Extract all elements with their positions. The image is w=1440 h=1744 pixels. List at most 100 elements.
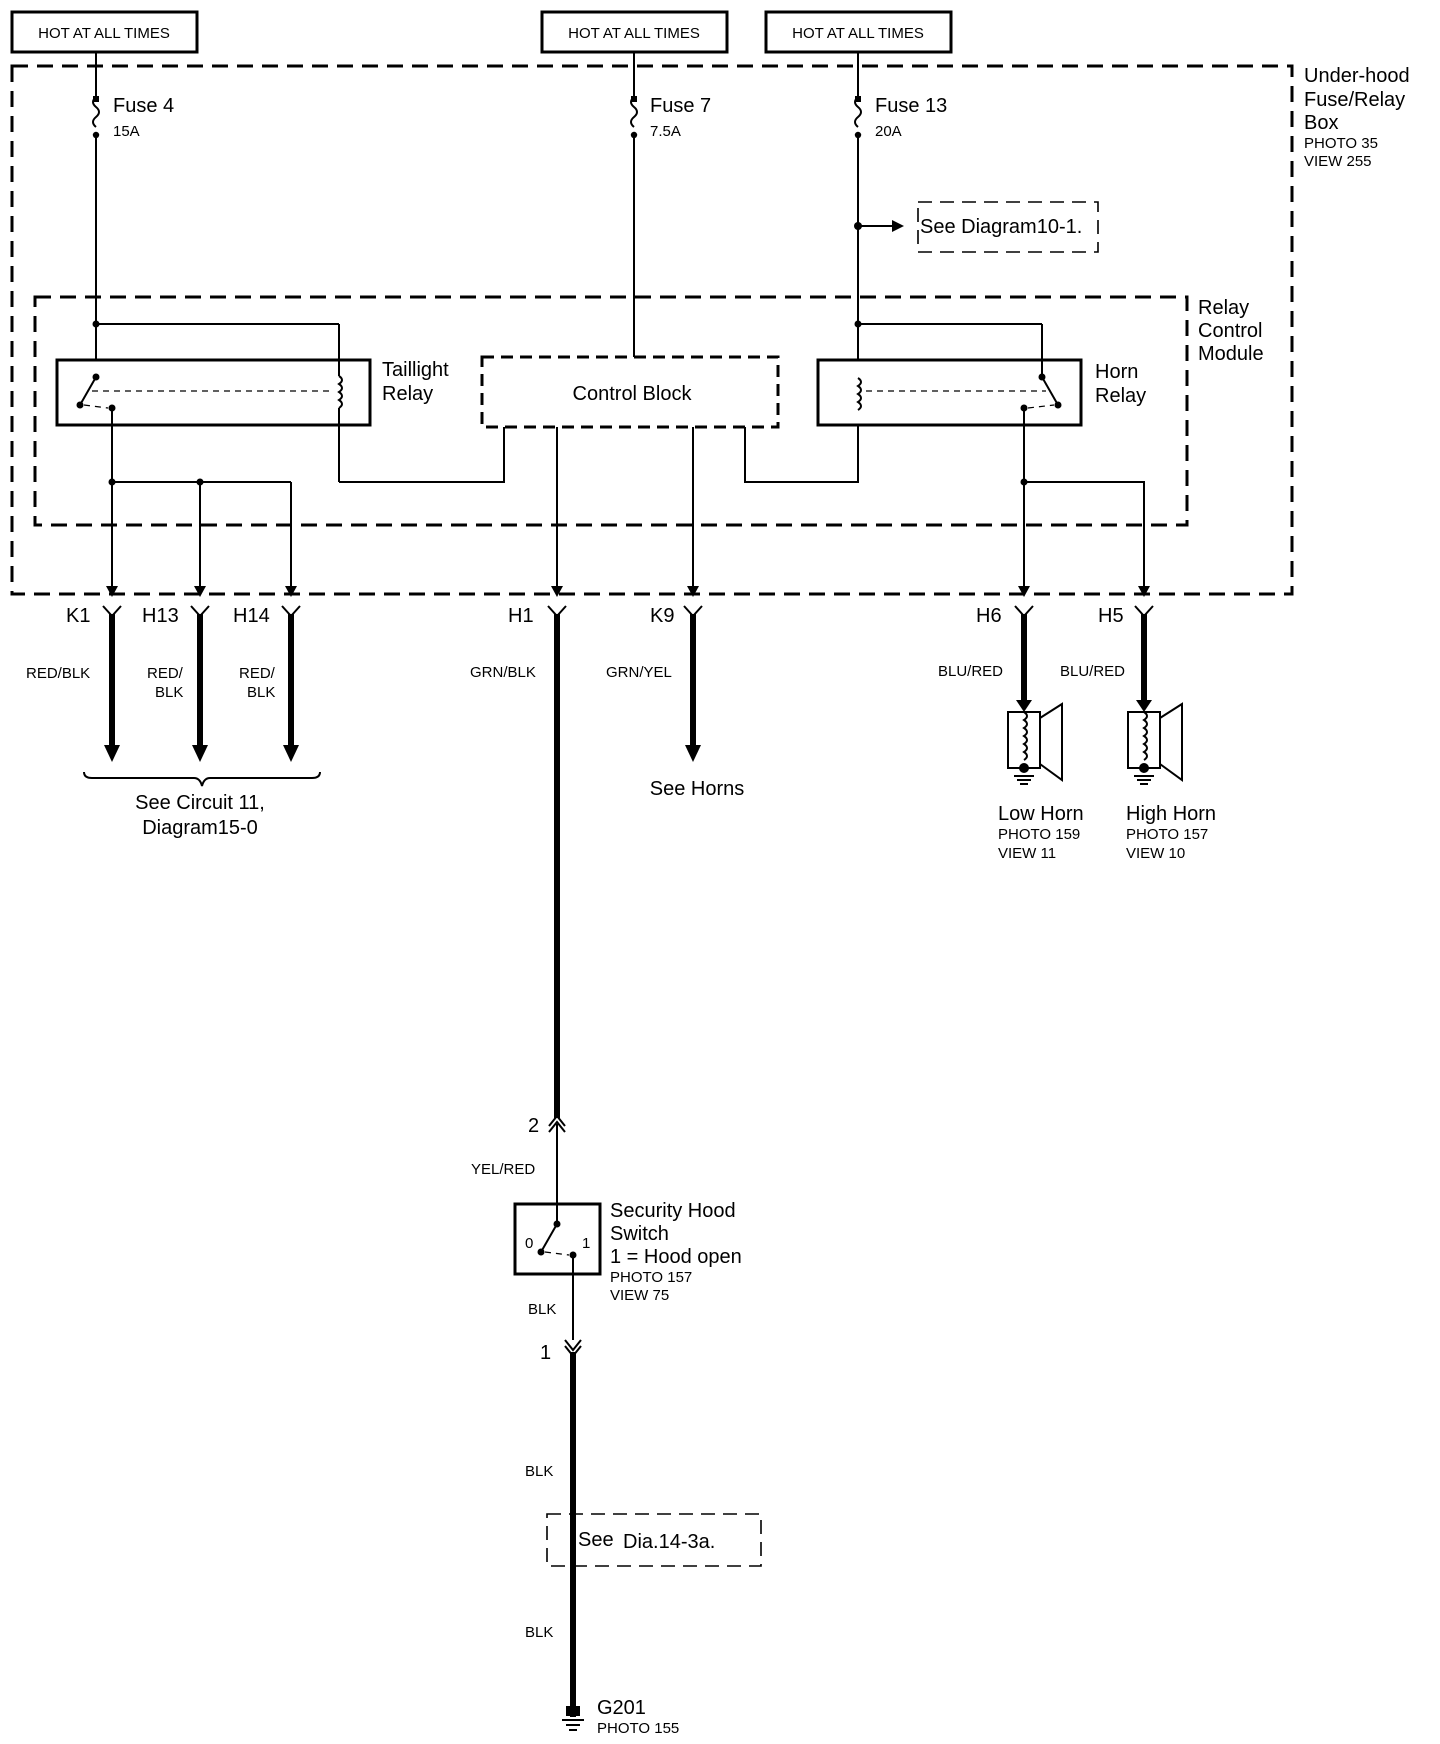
relay-switch-icon — [79, 376, 97, 406]
power-source-2: HOT AT ALL TIMES — [540, 10, 729, 54]
fuse-13-rating: 20A — [875, 123, 902, 140]
switch-icon — [540, 1223, 558, 1253]
svg-text:Switch: Switch — [610, 1223, 669, 1245]
wire-color-k1: RED/BLK — [26, 665, 90, 682]
svg-text:PHOTO 159: PHOTO 159 — [998, 826, 1080, 843]
svg-text:Box: Box — [1304, 112, 1338, 134]
svg-text:0: 0 — [525, 1235, 533, 1252]
relay-control-module-outline — [33, 295, 1189, 527]
svg-text:K1: K1 — [66, 605, 90, 627]
fuse-4-rating: 15A — [113, 123, 140, 140]
see-dia-14-3a-link[interactable]: Dia.14-3a. — [623, 1531, 715, 1553]
svg-text:1: 1 — [540, 1342, 551, 1364]
svg-text:PHOTO 157: PHOTO 157 — [610, 1269, 692, 1286]
connector-h13: H13 RED/ BLK — [142, 605, 210, 762]
power-label-2: HOT AT ALL TIMES — [568, 25, 700, 42]
connector-icon — [564, 1339, 582, 1352]
svg-text:VIEW 10: VIEW 10 — [1126, 845, 1185, 862]
low-horn: Low Horn PHOTO 159 VIEW 11 — [998, 700, 1084, 862]
svg-text:Module: Module — [1198, 343, 1264, 365]
svg-text:Relay: Relay — [1198, 297, 1249, 319]
svg-text:VIEW 11: VIEW 11 — [998, 845, 1056, 862]
svg-text:Diagram15-0: Diagram15-0 — [142, 817, 258, 839]
svg-text:BLK: BLK — [247, 684, 275, 701]
svg-text:2: 2 — [528, 1115, 539, 1137]
security-hood-switch: 0 1 Security Hood Switch 1 = Hood open P… — [513, 1200, 742, 1304]
svg-text:H1: H1 — [508, 605, 534, 627]
connector-h6: H6 BLU/RED — [938, 605, 1034, 700]
taillight-relay-label-1: Taillight — [382, 359, 449, 381]
svg-text:PHOTO 157: PHOTO 157 — [1126, 826, 1208, 843]
wire-color-h6: BLU/RED — [938, 663, 1003, 680]
see-circuit-11-brace: See Circuit 11, Diagram15-0 — [83, 771, 321, 839]
connector-k9: K9 GRN/YEL See Horns — [606, 605, 744, 800]
svg-text:VIEW 255: VIEW 255 — [1304, 153, 1372, 170]
connector-h1: H1 GRN/BLK — [470, 605, 567, 1118]
fuse-7: Fuse 7 7.5A — [630, 52, 711, 140]
see-diagram-10-1-link[interactable]: See Diagram10-1. — [920, 216, 1082, 238]
svg-text:Fuse/Relay: Fuse/Relay — [1304, 89, 1405, 111]
high-horn-label: High Horn — [1126, 803, 1216, 825]
svg-text:H14: H14 — [233, 605, 270, 627]
svg-text:H6: H6 — [976, 605, 1002, 627]
svg-text:1 = Hood open: 1 = Hood open — [610, 1246, 742, 1268]
svg-text:VIEW 75: VIEW 75 — [610, 1287, 669, 1304]
wire-color-switch-out: BLK — [528, 1301, 556, 1318]
see-circuit-11-link[interactable]: See Circuit 11, — [135, 792, 265, 814]
power-source-3: HOT AT ALL TIMES — [764, 10, 953, 54]
control-block-label: Control Block — [573, 383, 693, 405]
svg-text:Control: Control — [1198, 320, 1262, 342]
svg-text:PHOTO 155: PHOTO 155 — [597, 1720, 679, 1737]
power-source-1: HOT AT ALL TIMES — [10, 10, 199, 54]
connector-h14: H14 RED/ BLK — [233, 605, 301, 762]
power-label-3: HOT AT ALL TIMES — [792, 25, 924, 42]
connector-k1: K1 RED/BLK — [26, 605, 122, 762]
ground-icon — [566, 1706, 580, 1716]
svg-text:Under-hood: Under-hood — [1304, 65, 1410, 87]
fuse-7-rating: 7.5A — [650, 123, 681, 140]
wire-color-h5: BLU/RED — [1060, 663, 1125, 680]
horn-relay-label-2: Relay — [1095, 385, 1146, 407]
svg-text:H5: H5 — [1098, 605, 1124, 627]
connector-h5: H5 BLU/RED — [1060, 605, 1154, 700]
fuse-relay-box-outline — [10, 64, 1294, 596]
fuse-relay-box-label: Under-hood Fuse/Relay Box PHOTO 35 VIEW … — [1304, 65, 1410, 170]
svg-text:H13: H13 — [142, 605, 179, 627]
taillight-relay-label-2: Relay — [382, 383, 433, 405]
ground-label: G201 — [597, 1697, 646, 1719]
power-label-1: HOT AT ALL TIMES — [38, 25, 170, 42]
svg-text:K9: K9 — [650, 605, 674, 627]
svg-text:BLK: BLK — [155, 684, 183, 701]
fuse-13: Fuse 13 20A — [854, 52, 947, 140]
wire-color-ground-1: BLK — [525, 1463, 553, 1480]
relay-coil-icon — [337, 375, 343, 409]
see-horns-link[interactable]: See Horns — [650, 778, 745, 800]
wire-color-k9: GRN/YEL — [606, 664, 672, 681]
ground-g201: G201 PHOTO 155 — [562, 1697, 679, 1737]
low-horn-label: Low Horn — [998, 803, 1084, 825]
fuse-4-name: Fuse 4 — [113, 95, 174, 117]
wire-color-h1: GRN/BLK — [470, 664, 536, 681]
fuse-13-name: Fuse 13 — [875, 95, 947, 117]
svg-text:See: See — [578, 1529, 614, 1551]
high-horn: High Horn PHOTO 157 VIEW 10 — [1126, 700, 1216, 862]
relay-switch-icon — [1041, 376, 1059, 406]
relay-coil-icon — [856, 377, 862, 411]
see-dia-14-3a: See Dia.14-3a. — [546, 1513, 762, 1567]
horn-relay-label-1: Horn — [1095, 361, 1138, 383]
wire-color-ground-2: BLK — [525, 1624, 553, 1641]
connector-icon — [548, 1120, 566, 1133]
horn-relay: Horn Relay — [816, 320, 1146, 482]
relay-control-module-label: Relay Control Module — [1198, 297, 1264, 365]
control-block: Control Block — [480, 355, 780, 429]
branch-see-diagram-10-1: See Diagram10-1. — [854, 201, 1099, 253]
fuse-7-name: Fuse 7 — [650, 95, 711, 117]
svg-text:1: 1 — [582, 1235, 590, 1252]
wire-color-switch-in: YEL/RED — [471, 1161, 535, 1178]
svg-text:PHOTO 35: PHOTO 35 — [1304, 135, 1378, 152]
pin-2-connector: 2 — [528, 1114, 566, 1137]
security-hood-switch-label: Security Hood — [610, 1200, 736, 1222]
svg-text:RED/: RED/ — [147, 665, 184, 682]
arrow-right-icon — [892, 220, 904, 232]
